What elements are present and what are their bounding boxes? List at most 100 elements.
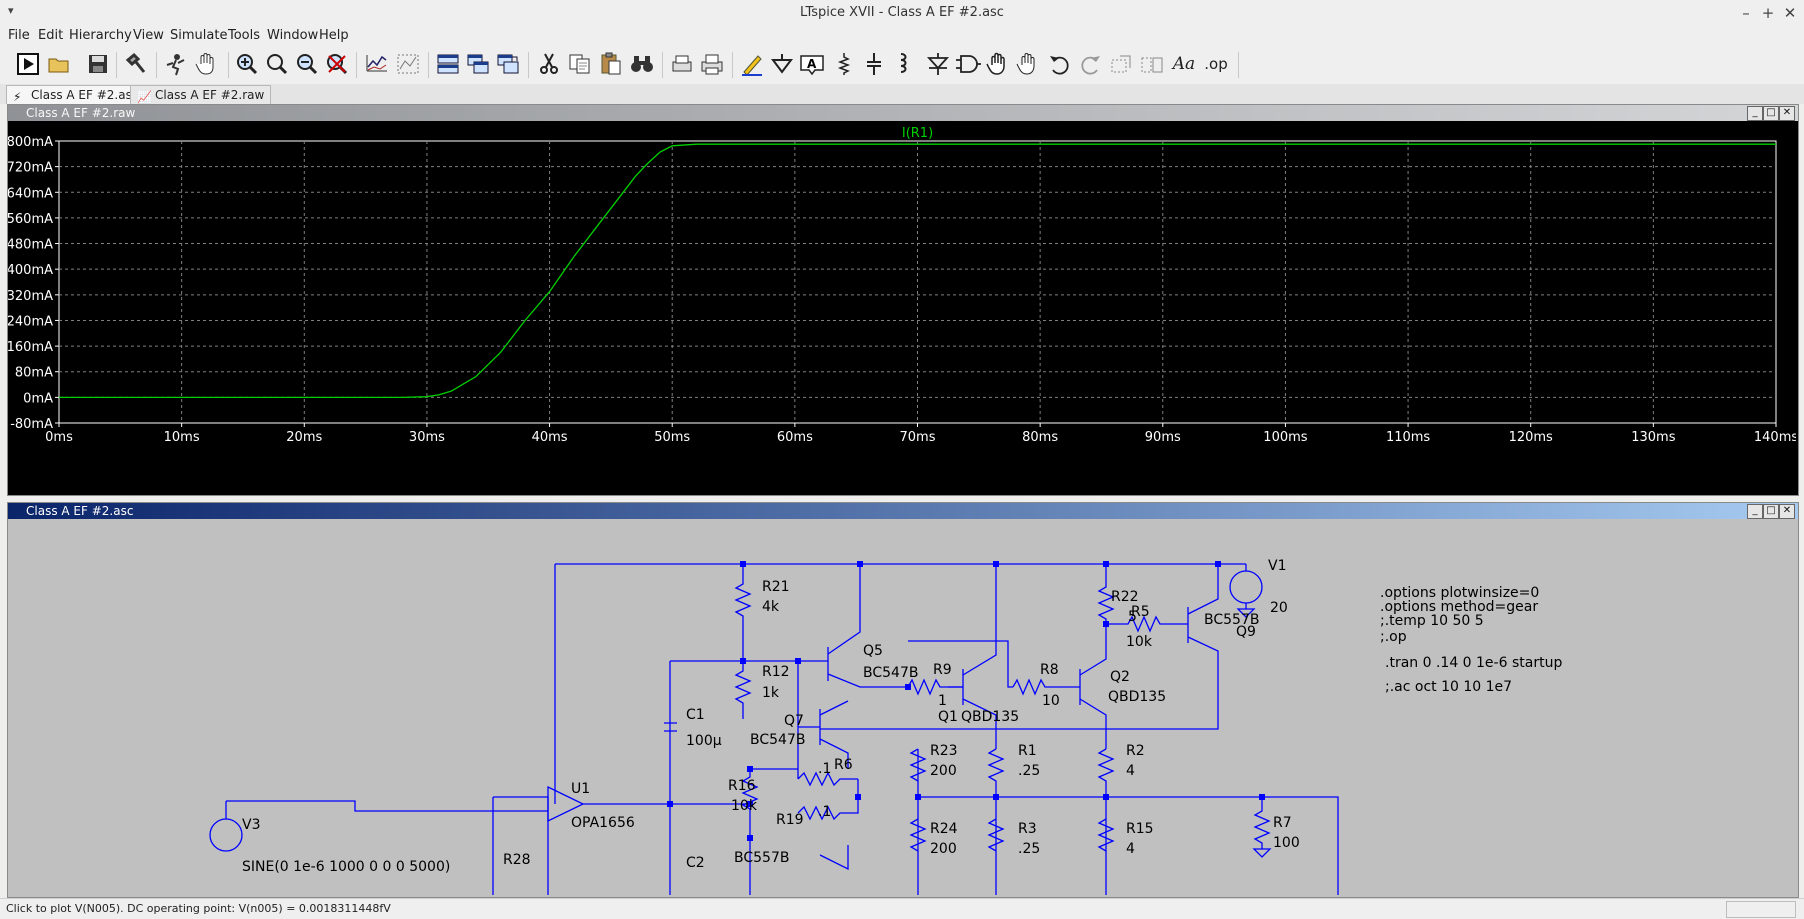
waveform-minimize-button[interactable]: _: [1747, 106, 1763, 121]
waveform-window-title: Class A EF #2.raw: [26, 106, 136, 120]
menu-window[interactable]: Window: [267, 28, 319, 43]
wire-icon[interactable]: [738, 50, 766, 78]
halt-icon[interactable]: [162, 50, 190, 78]
menu-hierarchy[interactable]: Hierarchy: [69, 28, 132, 43]
autorange-icon[interactable]: [363, 50, 391, 78]
tab-schematic[interactable]: ⚡ Class A EF #2.asc: [6, 85, 146, 104]
y-tick-label: 480mA: [8, 238, 53, 253]
cascade-icon[interactable]: [494, 50, 522, 78]
tile-vertical-icon[interactable]: [464, 50, 492, 78]
menu-file[interactable]: File: [8, 28, 30, 43]
spice-directive[interactable]: ;.op: [1380, 629, 1407, 645]
drag-icon[interactable]: [1014, 50, 1042, 78]
y-tick-label: 240mA: [8, 314, 53, 329]
schematic-junctions: [667, 561, 1265, 841]
rotate-icon[interactable]: [1108, 50, 1136, 78]
paste-icon[interactable]: [597, 50, 625, 78]
open-icon[interactable]: [45, 50, 73, 78]
waveform-restore-button[interactable]: □: [1763, 106, 1779, 121]
find-icon[interactable]: [628, 50, 656, 78]
part-label: C2: [686, 855, 705, 871]
x-tick-label: 30ms: [409, 430, 445, 445]
x-tick-label: 50ms: [654, 430, 690, 445]
spice-directive[interactable]: ;.ac oct 10 10 1e7: [1385, 679, 1512, 695]
window-title: LTspice XVII - Class A EF #2.asc: [800, 5, 1004, 20]
copy-icon[interactable]: [566, 50, 594, 78]
schematic-canvas[interactable]: R21 4k Q5 BC547B R22 5 R5 10k Q9 BC557B …: [8, 519, 1796, 895]
part-label: R5: [1131, 604, 1150, 620]
label-icon[interactable]: A: [798, 50, 826, 78]
y-tick-label: -80mA: [10, 417, 53, 432]
cut-icon[interactable]: [535, 50, 563, 78]
zoom-in-icon[interactable]: [233, 50, 261, 78]
menu-tools[interactable]: Tools: [228, 28, 261, 43]
x-tick-label: 130ms: [1631, 430, 1675, 445]
part-label: R7: [1273, 815, 1292, 831]
part-label: Q7: [784, 713, 804, 729]
print-setup-icon[interactable]: [668, 50, 696, 78]
ground-icon[interactable]: [768, 50, 796, 78]
part-label: R19: [776, 812, 804, 828]
x-tick-label: 120ms: [1509, 430, 1553, 445]
schematic-window[interactable]: Class A EF #2.asc _ □ ✕: [7, 502, 1799, 898]
save-icon[interactable]: [84, 50, 112, 78]
spice-directive-icon[interactable]: .op: [1204, 55, 1228, 73]
pan-icon[interactable]: [192, 50, 220, 78]
trace-label[interactable]: I(R1): [902, 126, 933, 141]
control-panel-icon[interactable]: [122, 50, 150, 78]
spice-directive[interactable]: .options plotwinsize=0: [1380, 585, 1539, 601]
part-label: R2: [1126, 743, 1145, 759]
document-tab-bar: ⚡ Class A EF #2.asc 📈 Class A EF #2.raw: [0, 84, 1804, 104]
redo-icon[interactable]: [1076, 50, 1104, 78]
component-icon[interactable]: [954, 50, 982, 78]
spice-directive[interactable]: .options method=gear: [1380, 599, 1538, 615]
tab-label: Class A EF #2.asc: [31, 88, 139, 102]
capacitor-icon[interactable]: [860, 50, 888, 78]
minimize-button[interactable]: –: [1742, 4, 1750, 22]
diode-icon[interactable]: [924, 50, 952, 78]
menu-edit[interactable]: Edit: [38, 28, 64, 43]
part-value: OPA1656: [571, 815, 635, 831]
schematic-close-button[interactable]: ✕: [1779, 504, 1795, 519]
trace-i-r1[interactable]: [59, 143, 1776, 399]
grid-icon[interactable]: [394, 50, 422, 78]
menu-help[interactable]: Help: [319, 28, 349, 43]
schematic-restore-button[interactable]: □: [1763, 504, 1779, 519]
zoom-box-icon[interactable]: [263, 50, 291, 78]
y-tick-label: 720mA: [8, 161, 53, 176]
resistor-icon[interactable]: [830, 50, 858, 78]
separator: [116, 52, 117, 78]
system-menu-icon[interactable]: ▾: [8, 4, 14, 17]
maximize-button[interactable]: +: [1761, 4, 1775, 22]
part-label: C1: [686, 707, 705, 723]
y-tick-label: 560mA: [8, 212, 53, 227]
part-value: 100: [1273, 835, 1300, 851]
schematic-minimize-button[interactable]: _: [1747, 504, 1763, 519]
tab-waveform[interactable]: 📈 Class A EF #2.raw: [130, 85, 272, 104]
close-button[interactable]: ✕: [1783, 4, 1797, 22]
move-icon[interactable]: [984, 50, 1012, 78]
inductor-icon[interactable]: [890, 50, 918, 78]
spice-directive[interactable]: .tran 0 .14 0 1e-6 startup: [1385, 655, 1562, 671]
run-icon[interactable]: [14, 50, 42, 78]
schematic-part-labels: R21 4k Q5 BC547B R22 5 R5 10k Q9 BC557B …: [242, 558, 1300, 875]
part-label: Q9: [1236, 624, 1256, 640]
x-tick-label: 140ms: [1754, 430, 1796, 445]
zoom-out-icon[interactable]: [293, 50, 321, 78]
waveform-close-button[interactable]: ✕: [1779, 106, 1795, 121]
text-icon[interactable]: Aa: [1172, 54, 1196, 74]
undo-icon[interactable]: [1046, 50, 1074, 78]
menu-view[interactable]: View: [133, 28, 164, 43]
menu-simulate[interactable]: Simulate: [170, 28, 228, 43]
x-tick-label: 80ms: [1022, 430, 1058, 445]
print-icon[interactable]: [698, 50, 726, 78]
spice-directive[interactable]: ;.temp 10 50 5: [1380, 613, 1484, 629]
tile-horizontal-icon[interactable]: [434, 50, 462, 78]
part-label: R22: [1111, 589, 1139, 605]
part-label: R16: [728, 778, 756, 794]
part-label: R21: [762, 579, 790, 595]
mirror-icon[interactable]: [1138, 50, 1166, 78]
zoom-fit-icon[interactable]: [323, 50, 351, 78]
